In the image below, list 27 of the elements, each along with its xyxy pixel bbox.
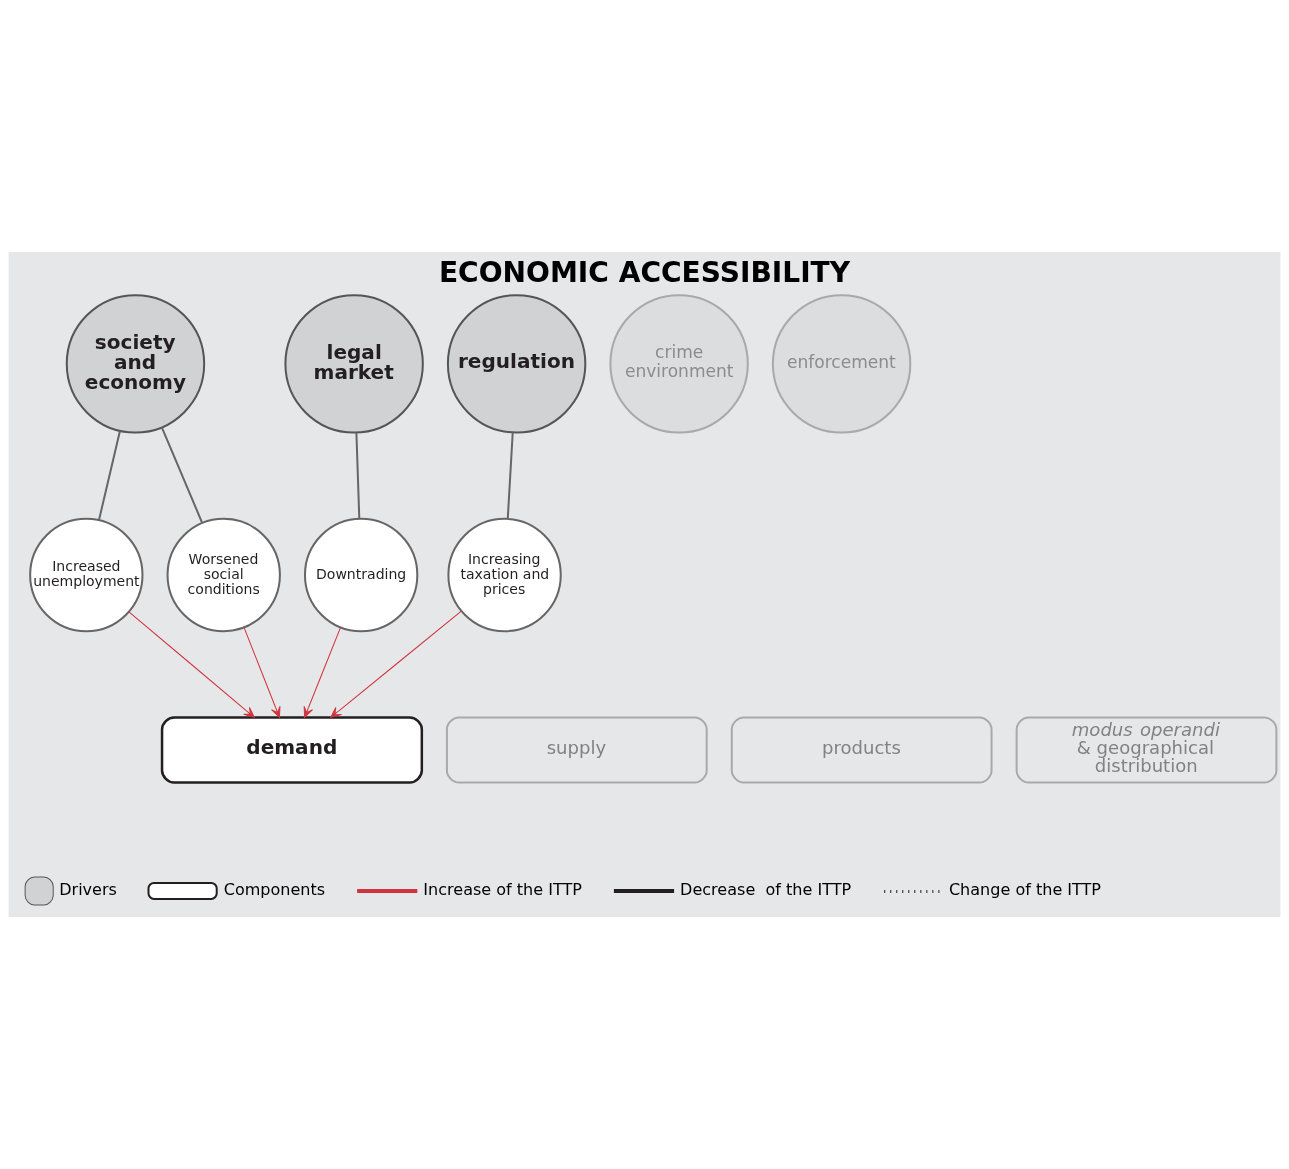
arrow <box>330 610 462 718</box>
legend-label: Drivers <box>59 879 117 899</box>
legend-label: Increase of the ITTP <box>423 879 582 899</box>
connector <box>355 432 361 519</box>
arrow <box>243 626 281 718</box>
node-box: modus operandi & geographical distribution <box>1015 716 1278 784</box>
node-circle: regulation <box>446 294 587 434</box>
connector <box>506 432 514 519</box>
node-circle: society and economy <box>65 294 206 434</box>
legend-label: Components <box>223 879 326 899</box>
connector <box>160 426 204 524</box>
node-box: demand <box>160 716 424 784</box>
node-circle: legal market <box>284 294 424 434</box>
node-box: products <box>730 716 993 784</box>
connector <box>98 430 121 521</box>
node-circle: Worsened social conditions <box>166 517 281 633</box>
legend-label: Decrease of the ITTP <box>680 879 852 899</box>
node-circle: Increased unemployment <box>29 517 144 633</box>
legend-label: Change of the ITTP <box>948 879 1102 899</box>
node-circle: Downtrading <box>303 517 419 633</box>
arrow <box>303 626 342 718</box>
arrow <box>128 611 255 718</box>
diagram-title: ECONOMIC ACCESSIBILITY <box>438 255 851 289</box>
node-circle: crime environment <box>609 294 749 434</box>
node-circle: enforcement <box>771 294 912 434</box>
node-circle: Increasing taxation and prices <box>447 517 562 633</box>
node-box: supply <box>445 716 708 784</box>
